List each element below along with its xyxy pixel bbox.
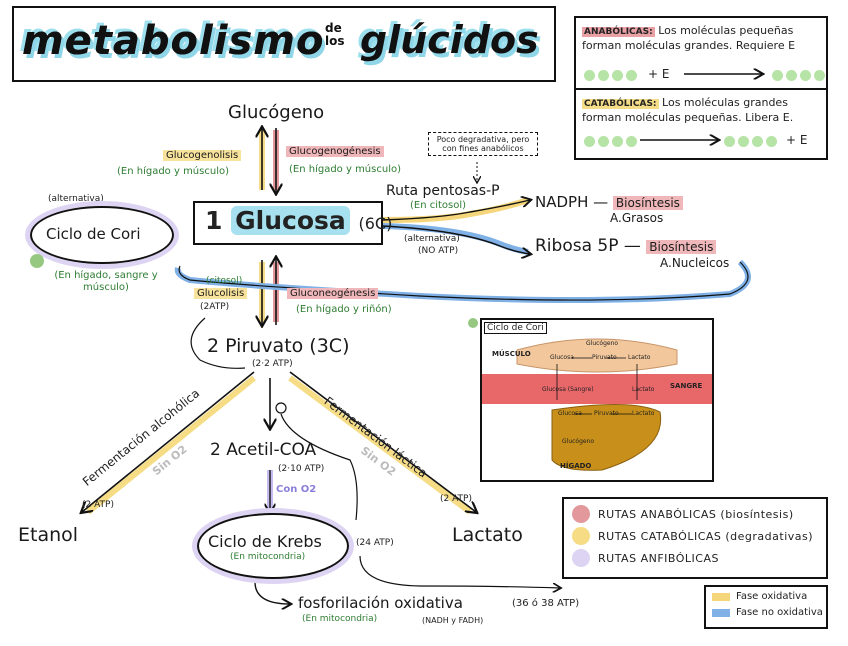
phase-blue-swatch (712, 608, 730, 617)
legend-catabolicas: RUTAS CATABÓLICAS (degradativas) (572, 527, 813, 545)
node-ciclo-krebs: Ciclo de Krebs (208, 532, 322, 551)
title-box (12, 6, 556, 82)
node-nadph: NADPH — Biosíntesis (535, 193, 683, 211)
label-nadh: (NADH y FADH) (422, 616, 484, 625)
cori-cycle-image: Ciclo de Cori MÚSCULO Glucógeno Glucosa … (480, 318, 714, 482)
phase-legend-box: Fase oxidativa Fase no oxidativa (704, 585, 828, 629)
anabolic-tag: ANABÓLICAS: (582, 27, 655, 37)
label-cori-loc: (En hígado, sangre y músculo) (54, 270, 158, 293)
small-molecules-dots (584, 70, 637, 81)
label-glucolisis: Glucolisis (194, 288, 248, 299)
glucosa-carbons: (6C) (358, 214, 393, 233)
krebs-cycle-loop (197, 513, 349, 579)
definitions-box: ANABÓLICAS: Los moléculas pequeñas forma… (574, 16, 828, 160)
catabolic-text: Los moléculas grandes forman moléculas p… (582, 96, 794, 124)
catabolic-tag: CATABÓLICAS: (582, 99, 659, 109)
node-ciclo-cori: Ciclo de Cori (46, 225, 141, 243)
catabolic-definition: CATABÓLICAS: Los moléculas grandes forma… (582, 96, 822, 125)
cori-glucogeno-m: Glucógeno (586, 340, 619, 347)
phase-oxidative: Fase oxidativa (712, 591, 807, 602)
label-gluconeogenesis-loc: (En hígado y riñón) (296, 304, 392, 315)
label-glucogenolisis: Glucogenolisis (163, 150, 242, 161)
label-krebs-loc: (En mitocondria) (230, 552, 306, 562)
catabolic-energy: + E (786, 133, 808, 147)
node-acetil-coa: 2 Acetil-COA (210, 440, 317, 460)
node-a-nucleicos: A.Nucleicos (660, 256, 730, 270)
title-glucidos: glúcidos (360, 18, 539, 62)
label-pentosas-loc: (En citosol) (410, 200, 467, 211)
label-piruvato-atp: (2·2 ATP) (252, 359, 293, 369)
cori-glucosa-h: Glucosa (558, 410, 582, 417)
title-los: los (325, 34, 345, 48)
label-glucolisis-atp: (2ATP) (200, 302, 230, 312)
small-molecules-dots-2 (724, 136, 777, 147)
phase-non-oxidative: Fase no oxidativa (712, 607, 823, 618)
label-etanol-atp: (2 ATP) (82, 500, 114, 510)
label-fosforilacion-atp: (36 ó 38 ATP) (512, 598, 580, 609)
glucosa-name: Glucosa (231, 206, 350, 235)
cori-glucogeno-h: Glucógeno (562, 438, 595, 445)
cori-glucosa-s: Glucosa (Sangre) (542, 386, 594, 393)
node-a-grasos: A.Grasos (610, 211, 664, 225)
label-alternativa-pentosas: (alternativa) (404, 234, 460, 244)
label-fosforilacion-loc: (En mitocondria) (302, 614, 378, 624)
label-krebs-atp: (24 ATP) (356, 538, 394, 548)
cori-cycle-loop (30, 206, 174, 264)
cori-glucosa-m: Glucosa (550, 354, 574, 361)
glucosa-box (193, 201, 383, 245)
legend-yellow-dot (572, 527, 590, 545)
label-biosintesis-2: Biosíntesis (646, 240, 717, 254)
node-lactato: Lactato (452, 524, 523, 546)
cori-musculo: MÚSCULO (492, 350, 531, 358)
large-molecule-dots-2 (584, 136, 637, 147)
legend-anfibolicas: RUTAS ANFIBÓLICAS (572, 549, 719, 567)
label-gluconeogenesis: Gluconeogénesis (287, 288, 379, 299)
large-molecule-dots (772, 70, 825, 81)
cori-sangre: SANGRE (670, 382, 703, 390)
label-glucogenogenesis-loc: (En hígado y músculo) (289, 164, 401, 175)
node-ribosa: Ribosa 5P — Biosíntesis (535, 236, 717, 256)
cori-image-label: Ciclo de Cori (484, 322, 547, 334)
cori-piruvato-m: Piruvato (592, 354, 617, 361)
legend-red-dot (572, 505, 590, 523)
clover-icon (30, 254, 44, 268)
label-citosol: (citosol) (206, 276, 243, 286)
node-fosforilacion: fosforilación oxidativa (298, 594, 463, 612)
anabolic-text: Los moléculas pequeñas forman moléculas … (582, 24, 796, 52)
cori-lactato-h: Lactato (632, 410, 655, 417)
note-pentosas: Poco degradativa, pero con fines anabóli… (428, 132, 538, 156)
cori-illustration (482, 338, 712, 471)
legend-anabolicas: RUTAS ANABÓLICAS (biosíntesis) (572, 505, 794, 523)
label-biosintesis-1: Biosíntesis (612, 196, 683, 210)
label-con-o2: Con O2 (276, 484, 317, 495)
node-glucogeno: Glucógeno (228, 102, 325, 123)
legend-purple-dot (572, 549, 590, 567)
clover-icon-2 (468, 318, 478, 328)
label-alternativa-cori: (alternativa) (48, 194, 104, 204)
cori-higado: HÍGADO (560, 462, 592, 470)
title-metabolismo: metabolismo (22, 18, 325, 64)
phase-yellow-swatch (712, 592, 730, 601)
label-glucogenogenesis: Glucogenogénesis (286, 146, 384, 157)
label-acetil-atp: (2·10 ATP) (278, 464, 325, 474)
cori-lactato-s: Lactato (632, 386, 655, 393)
cori-lactato-m: Lactato (628, 354, 651, 361)
node-piruvato: 2 Piruvato (3C) (207, 335, 350, 357)
node-etanol: Etanol (18, 524, 79, 546)
node-glucosa: 1 Glucosa (6C) (205, 206, 392, 235)
title-de-los: de los (325, 22, 345, 48)
cori-piruvato-h: Piruvato (594, 410, 619, 417)
anabolic-energy: + E (648, 67, 670, 81)
label-no-atp: (NO ATP) (418, 246, 459, 256)
node-ruta-pentosas: Ruta pentosas-P (386, 183, 500, 199)
label-lactato-atp: (2 ATP) (440, 494, 472, 504)
legend-box: RUTAS ANABÓLICAS (biosíntesis) RUTAS CAT… (562, 497, 828, 579)
glucosa-num: 1 (205, 206, 223, 235)
anabolic-definition: ANABÓLICAS: Los moléculas pequeñas forma… (582, 24, 822, 53)
title-de: de (325, 21, 342, 35)
label-glucogenolisis-loc: (En hígado y músculo) (117, 166, 229, 177)
